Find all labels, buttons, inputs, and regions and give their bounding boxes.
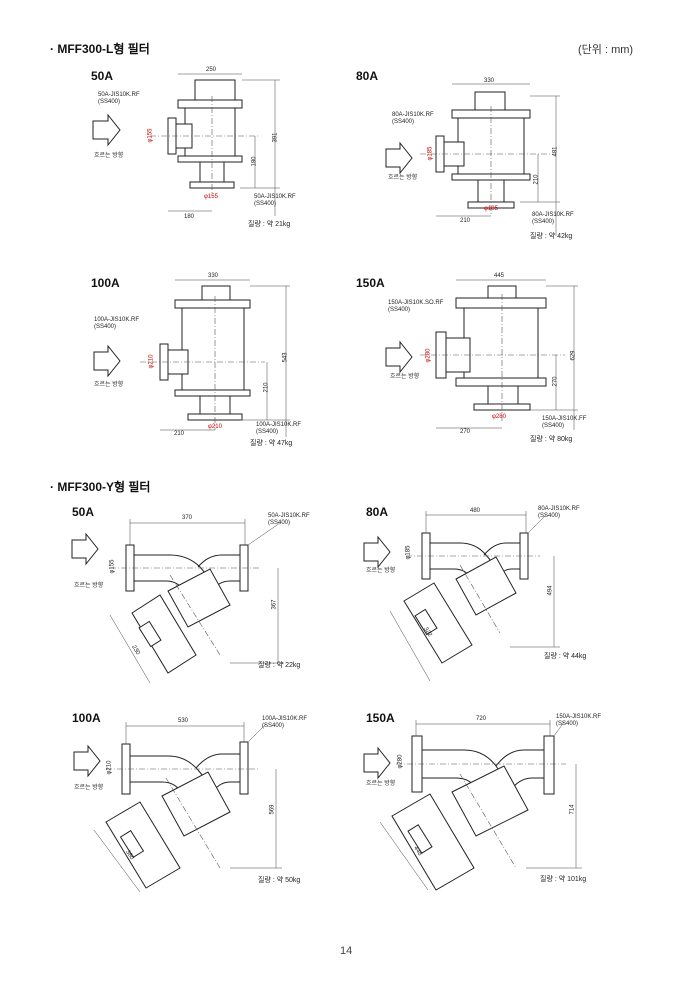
- l-100a-weight: 질량 : 약 47kg: [250, 440, 293, 447]
- l-80a-offset: 210: [460, 218, 471, 224]
- l-50a-outlet-dia: φ155: [204, 194, 218, 200]
- y-150a-size-label: 150A: [366, 711, 395, 725]
- y-100a-spec: 100A-JIS10K.RF (SS400): [262, 716, 308, 729]
- y-100a-height: 569: [269, 804, 276, 815]
- y-80a-spec: 80A-JIS10K.RF (SS400): [538, 506, 580, 519]
- y-50a-filter-svg: [71, 519, 284, 684]
- l-150a-outlet-spec: 150A-JIS10K.FF (SS400): [542, 416, 587, 429]
- l-100a-lower: 210: [263, 382, 270, 393]
- l-100a-outlet-spec: 100A-JIS10K.RF (SS400): [256, 422, 302, 435]
- y-80a-size-label: 80A: [366, 505, 389, 519]
- l-50a-width: 250: [206, 67, 217, 73]
- l-100a-flow-label: 흐르는 방향: [94, 382, 124, 388]
- y-50a-height: 367: [271, 599, 278, 610]
- y-100a-drawing: 530 569 360 φ210 100A-JIS10K.RF (SS400) …: [70, 712, 320, 893]
- l-80a-drawing: 330 481 210 210 φ185 φ185 80A-JIS10K.RF …: [380, 76, 610, 246]
- y-80a-width: 480: [470, 508, 481, 514]
- l-50a-lower: 180: [251, 156, 258, 167]
- l-50a-inlet-spec: 50A-JIS10K.RF (SS400): [98, 92, 140, 105]
- y-150a-spec: 150A-JIS10K.RF (SS400): [556, 714, 602, 727]
- l-100a-outlet-dia: φ210: [208, 424, 222, 430]
- y-150a-flow-label: 흐르는 방향: [366, 781, 396, 787]
- y-150a-width: 720: [476, 716, 487, 722]
- y-80a-weight: 질량 : 약 44kg: [544, 653, 587, 660]
- l-150a-weight: 질량 : 약 80kg: [530, 436, 573, 443]
- l-150a-size-label: 150A: [356, 276, 385, 290]
- y-50a-size-label: 50A: [72, 505, 95, 519]
- y-100a-filter-svg: [73, 722, 282, 893]
- l-50a-inlet-dia: φ155: [147, 128, 154, 143]
- l-80a-flow-label: 흐르는 방향: [388, 175, 418, 181]
- l-80a-height: 481: [552, 146, 559, 157]
- unit-label: (단위 : mm): [578, 44, 634, 56]
- y-50a-inlet-dia: φ155: [109, 559, 116, 574]
- l-80a-inlet-dia: φ185: [427, 146, 434, 161]
- l-100a-inlet-dia: φ210: [148, 354, 155, 369]
- l-80a-inlet-spec: 80A-JIS10K.RF (SS400): [392, 112, 434, 125]
- section-title-l-type: · MFF300-L형 필터: [50, 42, 150, 56]
- y-150a-drawing: 720 714 448 φ280 150A-JIS10K.RF (SS400) …: [360, 712, 610, 892]
- l-80a-lower: 210: [533, 174, 540, 185]
- l-150a-drawing: 445 629 270 270 φ280 φ280 150A-JIS10K.SO…: [380, 272, 610, 452]
- l-50a-size-label: 50A: [91, 69, 114, 83]
- l-50a-height: 391: [272, 132, 279, 143]
- l-50a-filter-svg: [92, 73, 280, 216]
- l-100a-offset: 210: [174, 431, 185, 437]
- l-100a-inlet-spec: 100A-JIS10K.RF (SS400): [94, 317, 140, 330]
- l-150a-outlet-dia: φ280: [492, 414, 506, 420]
- l-50a-weight: 질량 : 약 21kg: [248, 221, 291, 228]
- y-100a-width: 530: [178, 718, 189, 724]
- l-50a-outlet-spec: 50A-JIS10K.RF (SS400): [254, 194, 296, 207]
- y-80a-flow-label: 흐르는 방향: [366, 568, 396, 574]
- y-50a-width: 370: [182, 515, 193, 521]
- l-100a-width: 330: [208, 273, 219, 279]
- y-150a-filter-svg: [363, 720, 582, 891]
- y-50a-spec: 50A-JIS10K.RF (SS400): [268, 513, 310, 526]
- l-150a-inlet-spec: 150A-JIS10K.SO.RF (SS400): [388, 300, 444, 313]
- page-number: 14: [340, 945, 353, 957]
- l-80a-size-label: 80A: [356, 69, 379, 83]
- l-150a-width: 445: [494, 273, 505, 279]
- l-50a-drawing: 250 391 180 180 φ155 φ155 50A-JIS10K.RF …: [90, 66, 310, 236]
- l-100a-drawing: 330 543 210 210 φ210 φ210 100A-JIS10K.RF…: [90, 272, 310, 452]
- l-50a-offset: 180: [184, 214, 195, 220]
- y-50a-weight: 질량 : 약 22kg: [258, 662, 301, 669]
- y-50a-drawing: 370 367 230 φ155 50A-JIS10K.RF (SS400) 흐…: [70, 505, 320, 685]
- y-50a-flow-label: 흐르는 방향: [74, 583, 104, 589]
- y-80a-filter-svg: [363, 511, 560, 682]
- y-100a-size-label: 100A: [72, 711, 101, 725]
- l-80a-filter-svg: [385, 83, 560, 236]
- l-150a-flow-label: 흐르는 방향: [390, 374, 420, 380]
- l-100a-filter-svg: [93, 279, 290, 437]
- y-150a-inlet-dia: φ280: [397, 754, 404, 769]
- l-150a-inlet-dia: φ280: [425, 348, 432, 363]
- l-150a-offset: 270: [460, 429, 471, 435]
- l-100a-height: 543: [282, 352, 289, 363]
- y-80a-inlet-dia: φ185: [405, 545, 412, 560]
- section-title-y-type: · MFF300-Y형 필터: [50, 480, 151, 494]
- y-100a-inlet-dia: φ210: [106, 760, 113, 775]
- y-80a-height: 494: [547, 585, 554, 596]
- l-150a-height: 629: [570, 350, 577, 361]
- l-80a-outlet-dia: φ185: [484, 206, 498, 212]
- l-80a-outlet-spec: 80A-JIS10K.RF (SS400): [532, 212, 574, 225]
- l-100a-size-label: 100A: [91, 276, 120, 290]
- y-80a-drawing: 480 494 322 φ185 80A-JIS10K.RF (SS400) 흐…: [360, 505, 610, 685]
- y-150a-weight: 질량 : 약 101kg: [540, 876, 587, 883]
- l-150a-lower: 270: [552, 376, 559, 387]
- y-100a-flow-label: 흐르는 방향: [74, 785, 104, 791]
- l-80a-width: 330: [484, 78, 495, 84]
- l-150a-filter-svg: [385, 279, 578, 430]
- y-150a-height: 714: [569, 804, 576, 815]
- y-100a-weight: 질량 : 약 50kg: [258, 877, 301, 884]
- l-80a-weight: 질량 : 약 42kg: [530, 233, 573, 240]
- l-50a-flow-label: 흐르는 방향: [94, 153, 124, 159]
